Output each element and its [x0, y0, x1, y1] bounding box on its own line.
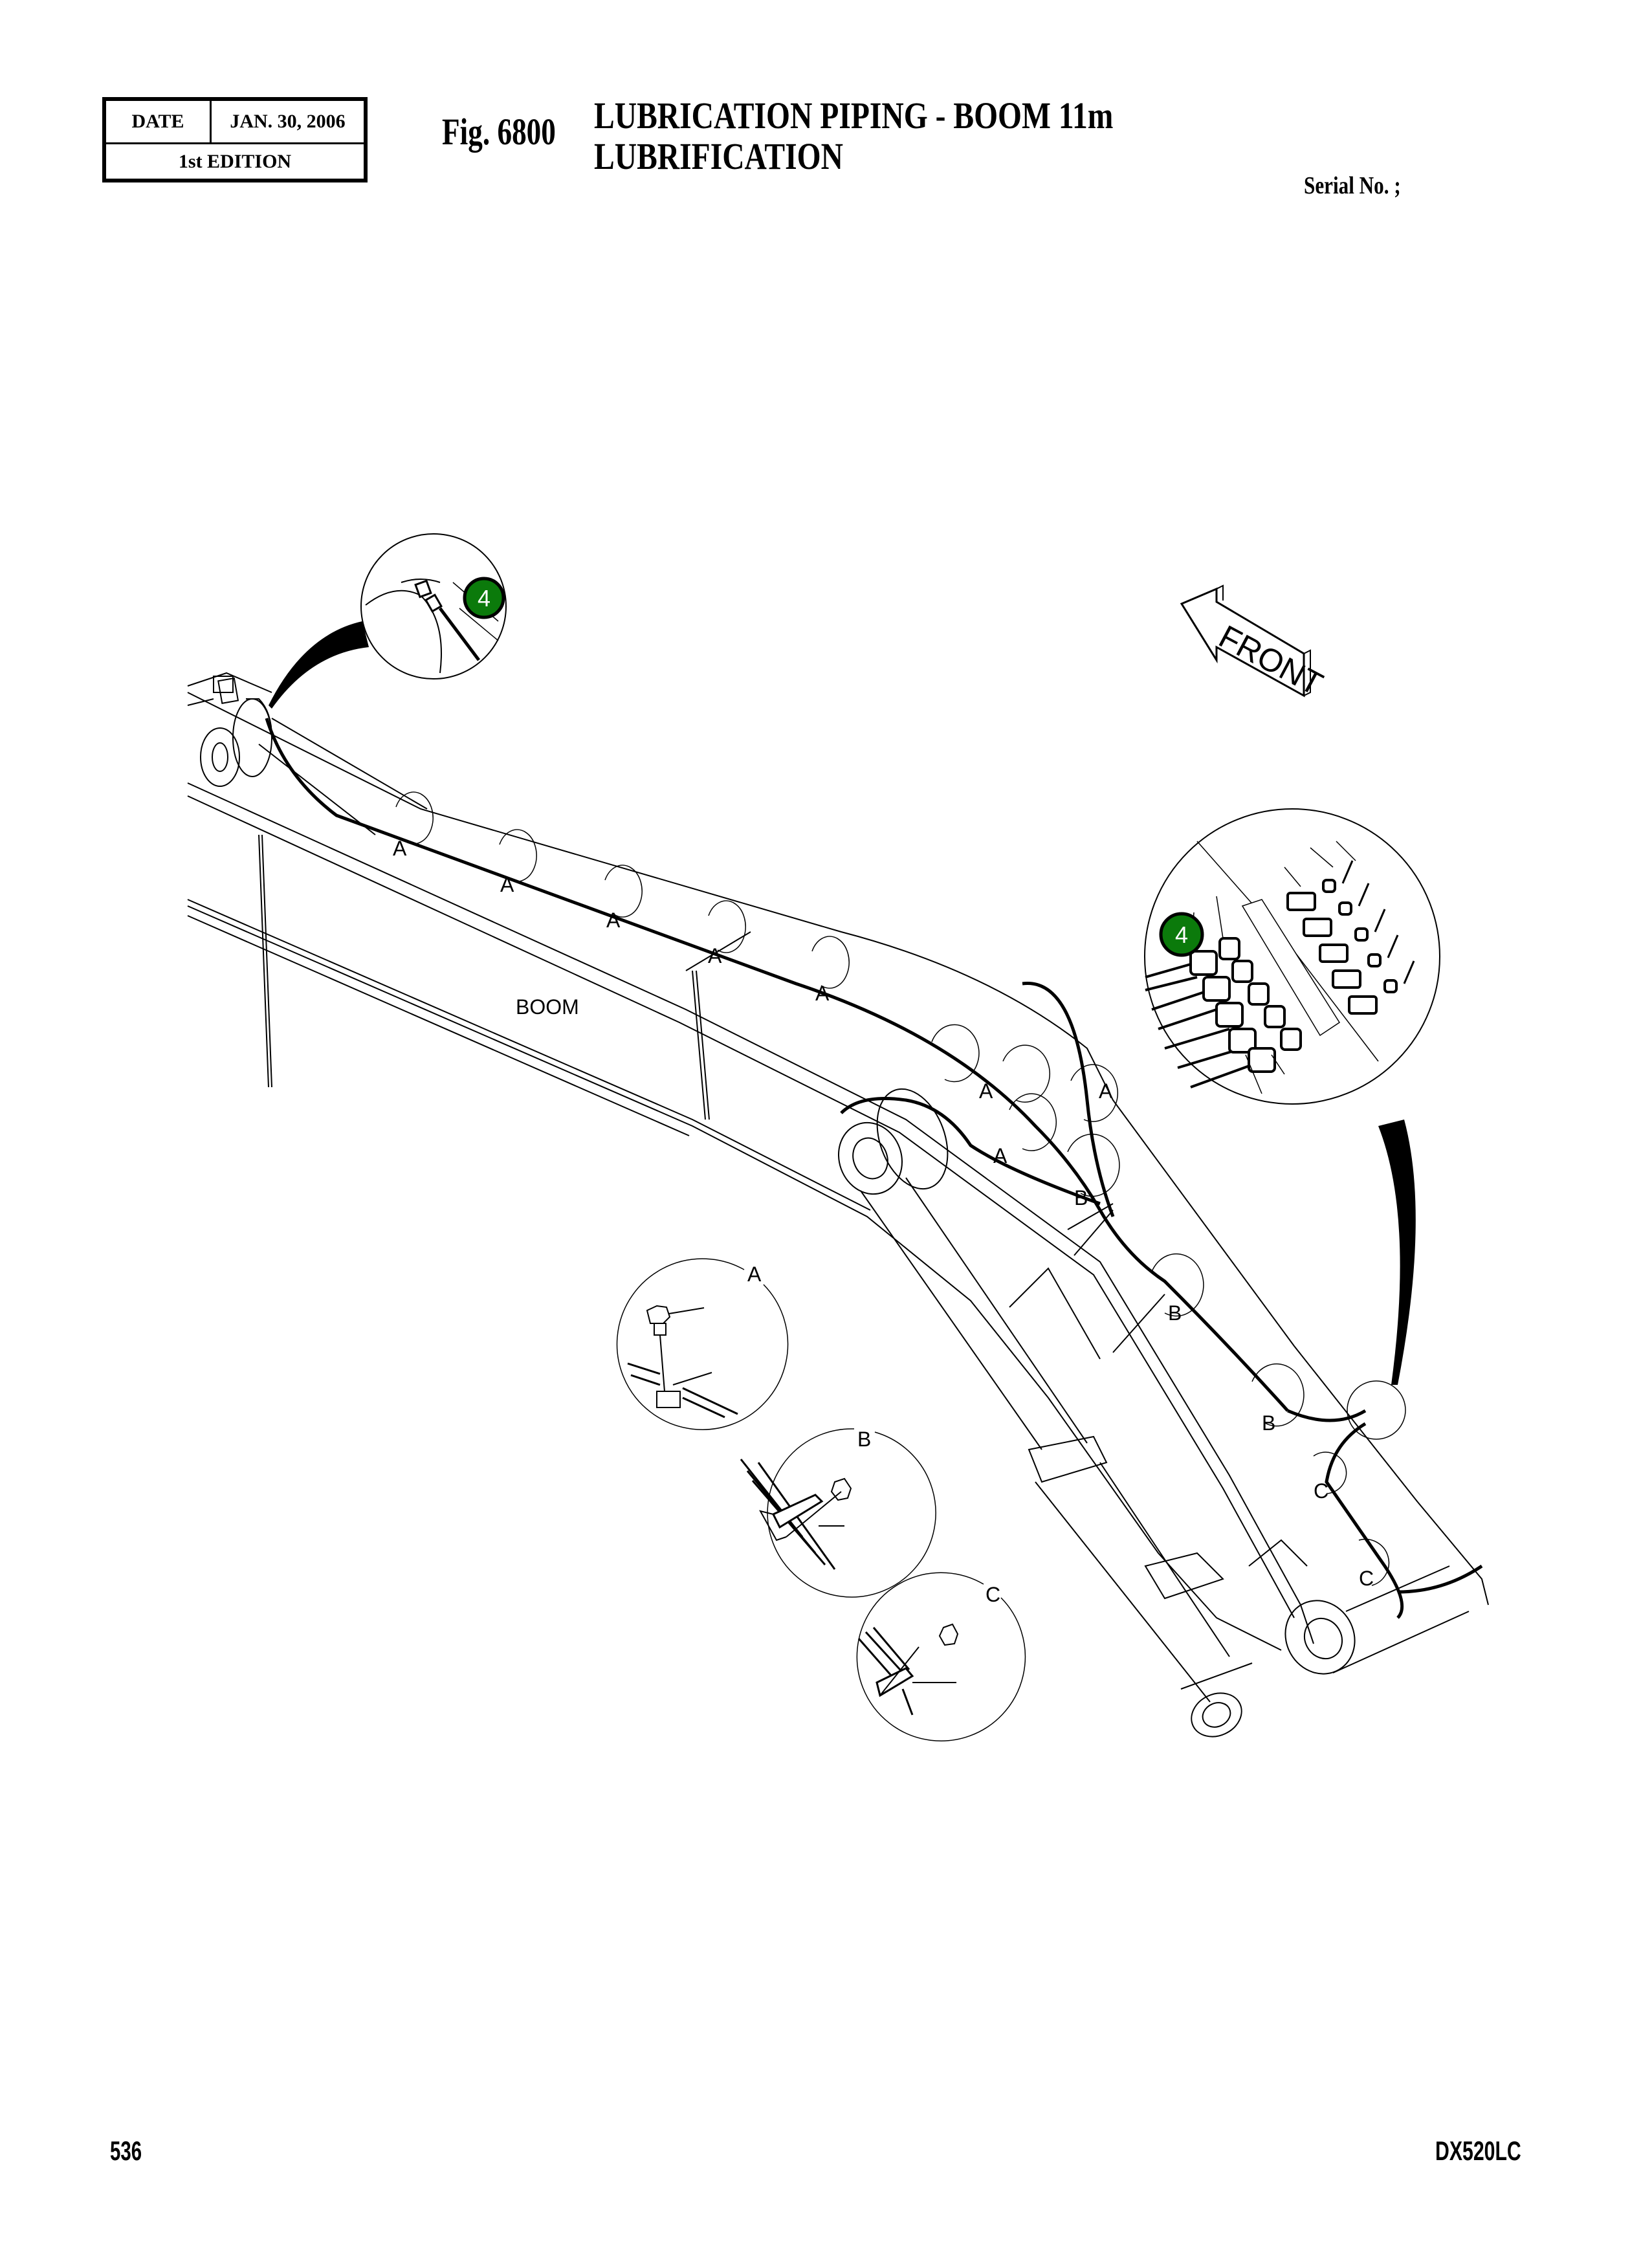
page-title: LUBRICATION PIPING - BOOM 11m	[594, 94, 1114, 137]
clamp-label-b: B	[1262, 1411, 1275, 1435]
detail-view-label-a: A	[747, 1263, 762, 1286]
clamp-label-a: A	[393, 837, 407, 860]
detail-view-b: B	[740, 1428, 936, 1598]
detail-view-a: A	[616, 1258, 789, 1430]
clamp-label-a: A	[1099, 1079, 1113, 1103]
date-edition-box: DATE JAN. 30, 2006 1st EDITION	[102, 97, 368, 182]
figure-number: Fig. 6800	[442, 111, 556, 153]
boom-cylinder	[837, 1088, 1253, 1738]
detail-view-label-c: C	[986, 1583, 1000, 1606]
clamp-label-c: C	[1314, 1479, 1328, 1503]
page-number: 536	[110, 2136, 142, 2166]
svg-text:4: 4	[478, 585, 490, 612]
detail-inset-distribution-block: 4	[1144, 808, 1440, 1105]
clamp-label-a: A	[993, 1144, 1008, 1167]
clamp-label-a: A	[500, 873, 514, 896]
clamp-labels: A A A A A A A A B B B C C	[393, 837, 1374, 1590]
clamp-label-a: A	[979, 1079, 993, 1103]
edition-label: 1st EDITION	[178, 150, 292, 172]
boom-part-label: BOOM	[516, 995, 579, 1019]
detail-view-label-b: B	[857, 1428, 871, 1451]
svg-text:4: 4	[1175, 922, 1188, 948]
boom-foot-pivot	[187, 672, 428, 835]
model-name: DX520LC	[1435, 2136, 1521, 2166]
clamp-callouts	[395, 791, 1406, 1586]
date-row: DATE JAN. 30, 2006	[106, 101, 364, 144]
clamp-label-b: B	[1168, 1301, 1182, 1325]
detail-view-c: C	[856, 1572, 1026, 1741]
date-label: DATE	[106, 101, 212, 142]
detail-inset-grease-fitting: 4	[360, 533, 507, 679]
boom-body	[187, 692, 1489, 1675]
date-value: JAN. 30, 2006	[230, 111, 346, 132]
front-arrow-label: FRONT	[1213, 618, 1328, 702]
inset-pointer-top-left	[269, 621, 369, 709]
front-arrow: FRONT	[1180, 584, 1328, 703]
clamp-label-a: A	[606, 909, 621, 932]
page-subtitle: LUBRIFICATION	[594, 135, 843, 177]
clamp-label-a: A	[815, 982, 830, 1005]
inset-pointer-right	[1378, 1120, 1416, 1385]
callout-badge-4: 4	[1159, 912, 1204, 957]
serial-number-label: Serial No. ;	[1304, 172, 1401, 199]
clamp-label-b: B	[1074, 1186, 1088, 1209]
clamp-label-a: A	[708, 944, 722, 967]
callout-badge-4: 4	[463, 577, 505, 619]
clamp-label-c: C	[1359, 1567, 1374, 1590]
